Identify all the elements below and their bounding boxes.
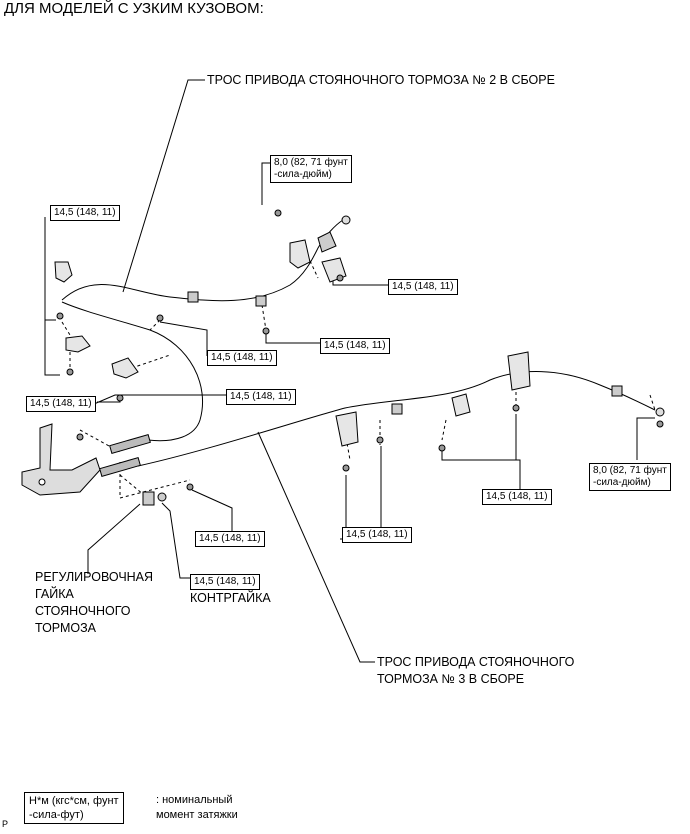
bolt bbox=[438, 444, 446, 452]
bolt bbox=[376, 436, 384, 444]
label-adjust-nut-line1: РЕГУЛИРОВОЧНАЯ bbox=[35, 570, 154, 584]
bolt bbox=[512, 404, 520, 412]
torque-box-right-small: 8,0 (82, 71 фунт -сила-дюйм) bbox=[589, 463, 671, 491]
legend-desc-line1: : номинальный bbox=[156, 794, 233, 806]
label-cable-no3-line2: ТОРМОЗА № 3 В СБОРЕ bbox=[377, 672, 525, 686]
footer-mark: P bbox=[2, 819, 9, 829]
right-clamp bbox=[451, 393, 471, 417]
label-adjust-nut-line4: ТОРМОЗА bbox=[35, 621, 97, 635]
legend-box: Н*м (кгс*см, фунт -сила-фут) bbox=[24, 792, 124, 824]
bolt bbox=[56, 312, 64, 320]
clamp-left-mid bbox=[65, 335, 91, 353]
torque-text: 8,0 (82, 71 фунт bbox=[274, 157, 348, 168]
torque-box-mid-left: 14,5 (148, 11) bbox=[207, 350, 277, 366]
torque-box-right-lower: 14,5 (148, 11) bbox=[482, 489, 552, 505]
right-bracket bbox=[507, 351, 531, 391]
bolt bbox=[262, 327, 270, 335]
lever-bracket bbox=[21, 423, 101, 496]
cable-end-right bbox=[655, 407, 665, 417]
grommet-d bbox=[611, 385, 623, 397]
torque-box-bottom-center: 14,5 (148, 11) bbox=[195, 531, 265, 547]
bolt bbox=[342, 464, 350, 472]
label-cable-no2: ТРОС ПРИВОДА СТОЯНОЧНОГО ТОРМОЗА № 2 В С… bbox=[207, 73, 555, 87]
torque-box-left-top: 14,5 (148, 11) bbox=[50, 205, 120, 221]
torque-box-right-bracket: 14,5 (148, 11) bbox=[388, 279, 458, 295]
cable-no2-lower-line bbox=[61, 301, 204, 442]
bolt bbox=[66, 368, 74, 376]
bolt bbox=[336, 274, 344, 282]
bolt bbox=[656, 420, 664, 428]
torque-box-locknut: 14,5 (148, 11) bbox=[190, 574, 260, 590]
adjusting-nut bbox=[142, 491, 155, 506]
label-adjust-nut-line2: ГАЙКА bbox=[35, 587, 74, 601]
legend-box-line1: Н*м (кгс*см, фунт bbox=[29, 795, 119, 807]
torque-box-left-lower: 14,5 (148, 11) bbox=[26, 396, 96, 412]
bolt bbox=[116, 394, 124, 402]
threaded-rod-lower bbox=[99, 457, 141, 477]
grommet-c bbox=[391, 403, 403, 415]
clamp-left-low bbox=[111, 357, 139, 379]
page-title: ДЛЯ МОДЕЛЕЙ С УЗКИМ КУЗОВОМ: bbox=[4, 0, 264, 17]
torque-text: 8,0 (82, 71 фунт bbox=[593, 465, 667, 476]
torque-box-top-small: 8,0 (82, 71 фунт -сила-дюйм) bbox=[270, 155, 352, 183]
torque-box-bottom-right: 14,5 (148, 11) bbox=[342, 527, 412, 543]
cable-no3-line bbox=[137, 371, 656, 467]
bolt bbox=[76, 433, 84, 441]
cable-end-upper bbox=[341, 215, 351, 225]
bolts bbox=[56, 209, 664, 491]
clamp-left-top bbox=[54, 261, 73, 283]
label-adjust-nut-line3: СТОЯНОЧНОГО bbox=[35, 604, 131, 618]
legend-box-line2: -сила-фут) bbox=[29, 809, 84, 821]
torque-box-mid-right: 14,5 (148, 11) bbox=[320, 338, 390, 354]
upper-bracket bbox=[289, 239, 311, 269]
torque-box-center: 14,5 (148, 11) bbox=[226, 389, 296, 405]
bolt bbox=[274, 209, 282, 217]
legend-desc-line2: момент затяжки bbox=[156, 809, 238, 821]
label-locknut: КОНТРГАЙКА bbox=[190, 591, 271, 605]
grommet-b bbox=[255, 295, 267, 307]
threaded-rod-upper bbox=[109, 434, 151, 454]
locknut-part bbox=[157, 492, 167, 502]
bolt bbox=[156, 314, 164, 322]
center-clamp bbox=[335, 411, 359, 447]
label-cable-no3-line1: ТРОС ПРИВОДА СТОЯНОЧНОГО bbox=[377, 655, 575, 669]
torque-text: -сила-дюйм) bbox=[274, 169, 332, 180]
torque-text: -сила-дюйм) bbox=[593, 477, 651, 488]
upper-end-fitting bbox=[317, 231, 337, 253]
grommet-a bbox=[187, 291, 199, 303]
bracket-hole bbox=[38, 478, 46, 486]
bolt bbox=[186, 483, 194, 491]
